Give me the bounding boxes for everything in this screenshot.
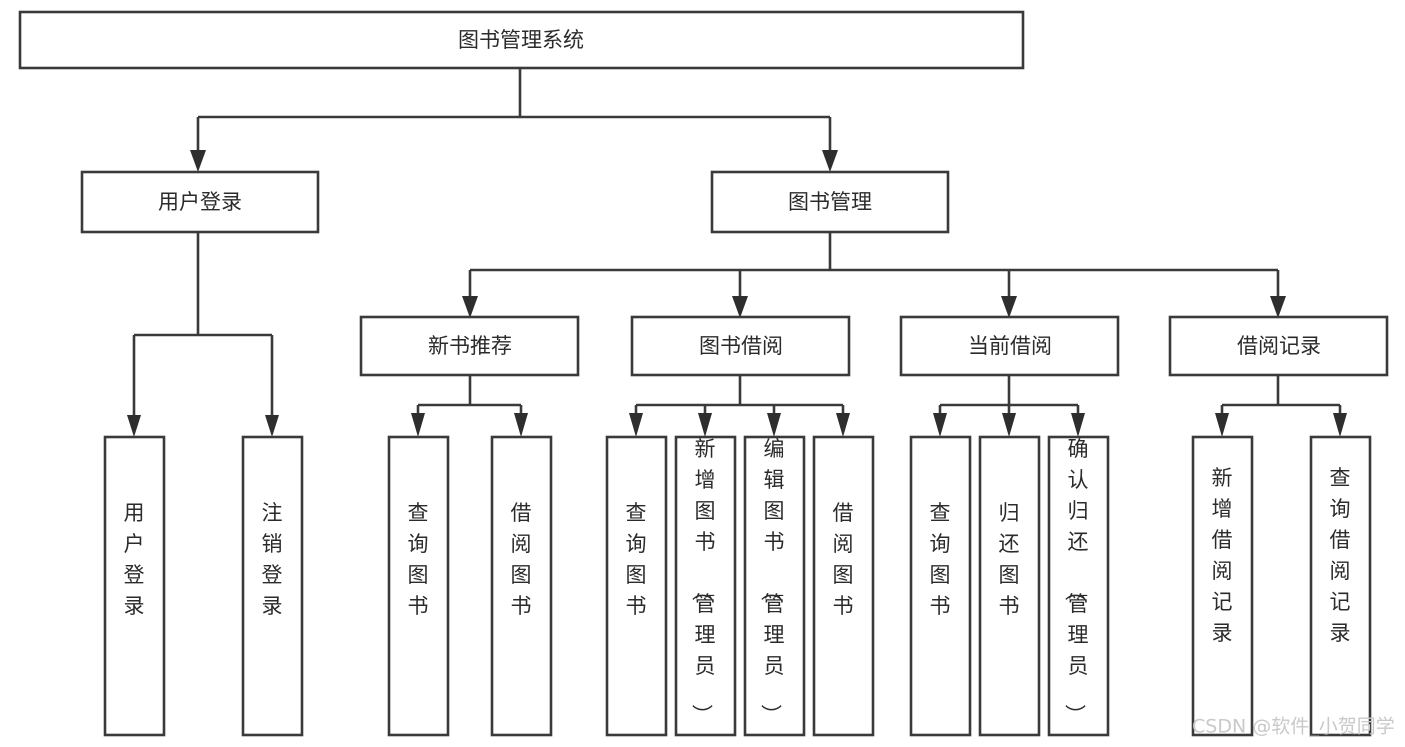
node-user-login[interactable]: 用户登录 xyxy=(80,170,320,234)
leaf-user-login-1-box[interactable] xyxy=(241,435,304,737)
node-current-borrow-label: 当前借阅 xyxy=(968,334,1052,358)
node-new-book-recommend-label: 新书推荐 xyxy=(428,334,512,358)
node-borrow-record[interactable]: 借阅记录 xyxy=(1168,315,1389,377)
leaf-user-login-1-label: 注销登录 xyxy=(262,501,283,618)
node-book-borrow-box[interactable] xyxy=(630,315,851,377)
leaf-current-borrow-1-label: 归还图书 xyxy=(999,501,1020,618)
leaf-new-book-0[interactable]: 查询图书 xyxy=(387,435,450,737)
node-current-borrow-box[interactable] xyxy=(899,315,1120,377)
node-book-manage-box[interactable] xyxy=(710,170,950,234)
arrow-bb-leaf-3 xyxy=(836,413,850,437)
arrow-to-borrow-record xyxy=(1270,296,1286,318)
arrow-bb-leaf-1 xyxy=(698,413,712,437)
node-book-manage[interactable]: 图书管理 xyxy=(710,170,950,234)
arrow-nb-leaf-1 xyxy=(514,413,528,437)
arrow-bb-leaf-2 xyxy=(767,413,781,437)
node-book-manage-label: 图书管理 xyxy=(788,190,872,214)
leaf-book-borrow-3-box[interactable] xyxy=(812,435,875,737)
leaf-current-borrow-2-box[interactable] xyxy=(1047,435,1110,737)
leaf-book-borrow-1-box[interactable] xyxy=(674,435,737,737)
node-user-login-label: 用户登录 xyxy=(158,190,242,214)
leaf-new-book-0-box[interactable] xyxy=(387,435,450,737)
leaf-user-login-0[interactable]: 用户登录 xyxy=(103,435,166,737)
node-root-label: 图书管理系统 xyxy=(458,28,584,52)
leaf-current-borrow-2[interactable]: 确认归还（管理员） xyxy=(1047,435,1110,737)
leaf-borrow-record-1-box[interactable] xyxy=(1309,435,1372,737)
leaf-user-login-0-label: 用户登录 xyxy=(124,501,145,618)
leaf-user-login-0-box[interactable] xyxy=(103,435,166,737)
leaf-new-book-1-label: 借阅图书 xyxy=(511,501,532,618)
leaf-book-borrow-3-label: 借阅图书 xyxy=(833,501,854,618)
leaf-new-book-1[interactable]: 借阅图书 xyxy=(490,435,553,737)
node-book-borrow[interactable]: 图书借阅 xyxy=(630,315,851,377)
arrow-to-book-manage xyxy=(822,150,838,172)
node-root[interactable]: 图书管理系统 xyxy=(18,10,1025,70)
arrow-to-user-login xyxy=(190,150,206,172)
connector-group-current-borrow xyxy=(933,375,1085,437)
leaf-borrow-record-0-box[interactable] xyxy=(1191,435,1254,737)
connector-group-new-book xyxy=(411,375,528,437)
node-current-borrow[interactable]: 当前借阅 xyxy=(899,315,1120,377)
leaf-borrow-record-0-label: 新增借阅记录 xyxy=(1212,466,1233,645)
leaf-book-borrow-2-box[interactable] xyxy=(743,435,806,737)
leaf-new-book-0-label: 查询图书 xyxy=(408,501,429,618)
connector-group-book-borrow xyxy=(629,375,850,437)
leaf-borrow-record-1[interactable]: 查询借阅记录 xyxy=(1309,435,1372,737)
leaf-user-login-1[interactable]: 注销登录 xyxy=(241,435,304,737)
arrow-user-login-leaf-0 xyxy=(127,415,141,437)
arrow-br-leaf-0 xyxy=(1215,413,1229,437)
leaf-current-borrow-2-label: 确认归还（管理员） xyxy=(1063,437,1089,725)
arrow-user-login-leaf-1 xyxy=(265,415,279,437)
leaf-book-borrow-1[interactable]: 新增图书（管理员） xyxy=(674,435,737,737)
arrow-nb-leaf-0 xyxy=(411,413,425,437)
leaf-new-book-1-box[interactable] xyxy=(490,435,553,737)
leaf-book-borrow-0-label: 查询图书 xyxy=(626,501,647,618)
arrow-to-book-borrow xyxy=(732,296,748,318)
leaf-current-borrow-0[interactable]: 查询图书 xyxy=(909,435,972,737)
connector-group-root xyxy=(190,68,838,172)
arrow-bb-leaf-0 xyxy=(629,413,643,437)
node-user-login-box[interactable] xyxy=(80,170,320,234)
node-new-book-recommend[interactable]: 新书推荐 xyxy=(359,315,580,377)
arrow-cb-leaf-1 xyxy=(1002,413,1016,437)
leaf-borrow-record-1-label: 查询借阅记录 xyxy=(1330,466,1351,645)
leaf-current-borrow-1-box[interactable] xyxy=(978,435,1041,737)
leaf-current-borrow-0-box[interactable] xyxy=(909,435,972,737)
arrow-br-leaf-1 xyxy=(1333,413,1347,437)
node-borrow-record-label: 借阅记录 xyxy=(1237,334,1321,358)
node-borrow-record-box[interactable] xyxy=(1168,315,1389,377)
leaf-book-borrow-2[interactable]: 编辑图书（管理员） xyxy=(743,435,806,737)
leaf-current-borrow-0-label: 查询图书 xyxy=(930,501,951,618)
leaf-book-borrow-0-box[interactable] xyxy=(605,435,668,737)
arrow-cb-leaf-2 xyxy=(1071,413,1085,437)
leaf-book-borrow-1-label: 新增图书（管理员） xyxy=(690,437,716,725)
node-book-borrow-label: 图书借阅 xyxy=(699,334,783,358)
connector-group-user-login xyxy=(127,232,279,437)
leaf-book-borrow-3[interactable]: 借阅图书 xyxy=(812,435,875,737)
arrow-to-current-borrow xyxy=(1001,296,1017,318)
leaf-current-borrow-1[interactable]: 归还图书 xyxy=(978,435,1041,737)
arrow-cb-leaf-0 xyxy=(933,413,947,437)
connector-group-book-manage xyxy=(462,232,1286,318)
node-root-box[interactable] xyxy=(18,10,1025,70)
leaf-book-borrow-2-label: 编辑图书（管理员） xyxy=(759,437,785,725)
connector-group-borrow-record xyxy=(1215,375,1347,437)
arrow-to-new-book xyxy=(462,296,478,318)
leaf-book-borrow-0[interactable]: 查询图书 xyxy=(605,435,668,737)
leaf-borrow-record-0[interactable]: 新增借阅记录 xyxy=(1191,435,1254,737)
node-new-book-recommend-box[interactable] xyxy=(359,315,580,377)
watermark-label: CSDN @软件_小贺同学 xyxy=(1192,716,1395,738)
